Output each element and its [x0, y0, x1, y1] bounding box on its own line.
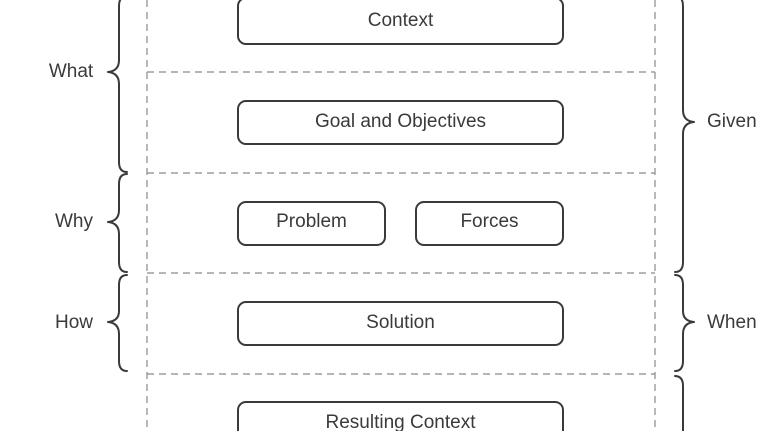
node-resulting-context: Resulting Context: [237, 401, 564, 431]
brace-given: [674, 0, 695, 273]
right-braces: Given When: [674, 0, 757, 431]
label-when: When: [707, 312, 757, 333]
brace-then: [674, 375, 684, 431]
brace-why: [107, 173, 128, 273]
left-braces: What Why How: [49, 0, 128, 372]
section-grid: [146, 0, 656, 431]
label-why: Why: [55, 211, 94, 232]
label-given: Given: [707, 111, 757, 132]
brace-when: [674, 274, 695, 372]
node-problem: Problem: [237, 201, 386, 246]
node-context-label: Context: [368, 10, 434, 31]
node-solution-label: Solution: [366, 312, 435, 333]
node-resulting-label: Resulting Context: [326, 412, 477, 431]
node-forces: Forces: [415, 201, 564, 246]
brace-what: [107, 0, 128, 173]
node-problem-label: Problem: [276, 211, 347, 232]
node-solution: Solution: [237, 301, 564, 346]
brace-how: [107, 274, 128, 372]
node-box: [237, 100, 564, 145]
node-box: [237, 301, 564, 346]
node-box: [237, 0, 564, 45]
node-box: [237, 401, 564, 431]
node-context: Context: [237, 0, 564, 45]
node-box: [415, 201, 564, 246]
node-goal-and-objectives: Goal and Objectives: [237, 100, 564, 145]
label-what: What: [49, 61, 94, 82]
node-goal-label: Goal and Objectives: [315, 111, 486, 132]
node-box: [237, 201, 386, 246]
node-forces-label: Forces: [460, 211, 518, 232]
label-how: How: [55, 312, 93, 333]
